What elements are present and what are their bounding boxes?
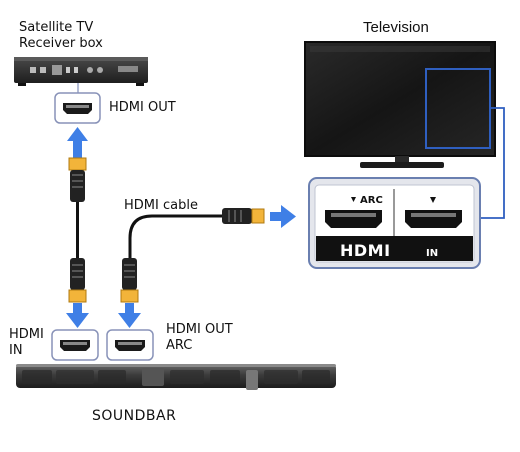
soundbar-icon: [16, 364, 336, 390]
tv-port-callout-line: [480, 107, 505, 219]
receiver-label-line1: Satellite TV: [19, 20, 94, 35]
television-label: Television: [363, 19, 429, 36]
hdmi-port-icon: [325, 197, 382, 228]
hdmi-port-icon: [106, 329, 154, 361]
hdmi-cable-label: HDMI cable: [124, 198, 198, 213]
television-icon: [304, 41, 496, 168]
hdmi-in-label-line2: IN: [9, 343, 23, 358]
hdmi-out-arc-label-line1: HDMI OUT: [166, 322, 233, 337]
panel-in-label: IN: [426, 248, 438, 259]
panel-hdmi-logo: HDMI: [340, 241, 391, 260]
panel-arc-label: ARC: [360, 195, 383, 206]
hdmi-port-icon: [51, 329, 99, 361]
arrow-icon: [67, 127, 88, 158]
receiver-label-line2: Receiver box: [19, 36, 103, 51]
hdmi-cable-right: [128, 214, 222, 258]
hdmi-plug-icon: [68, 157, 87, 202]
hdmi-plug-icon: [120, 258, 139, 303]
hdmi-out-label: HDMI OUT: [109, 100, 176, 115]
arrow-icon: [270, 205, 296, 228]
hdmi-port-icon: [54, 92, 101, 124]
arrow-icon: [66, 303, 89, 328]
hdmi-plug-icon: [222, 208, 265, 224]
arrow-icon: [118, 303, 141, 328]
satellite-receiver-icon: [14, 57, 148, 86]
hdmi-port-icon: [405, 197, 462, 228]
hdmi-out-arc-label-line2: ARC: [166, 338, 193, 353]
tv-hdmi-panel: [308, 177, 481, 269]
soundbar-label: SOUNDBAR: [92, 408, 177, 424]
hdmi-plug-icon: [68, 258, 87, 303]
hdmi-in-label-line1: HDMI: [9, 327, 44, 342]
